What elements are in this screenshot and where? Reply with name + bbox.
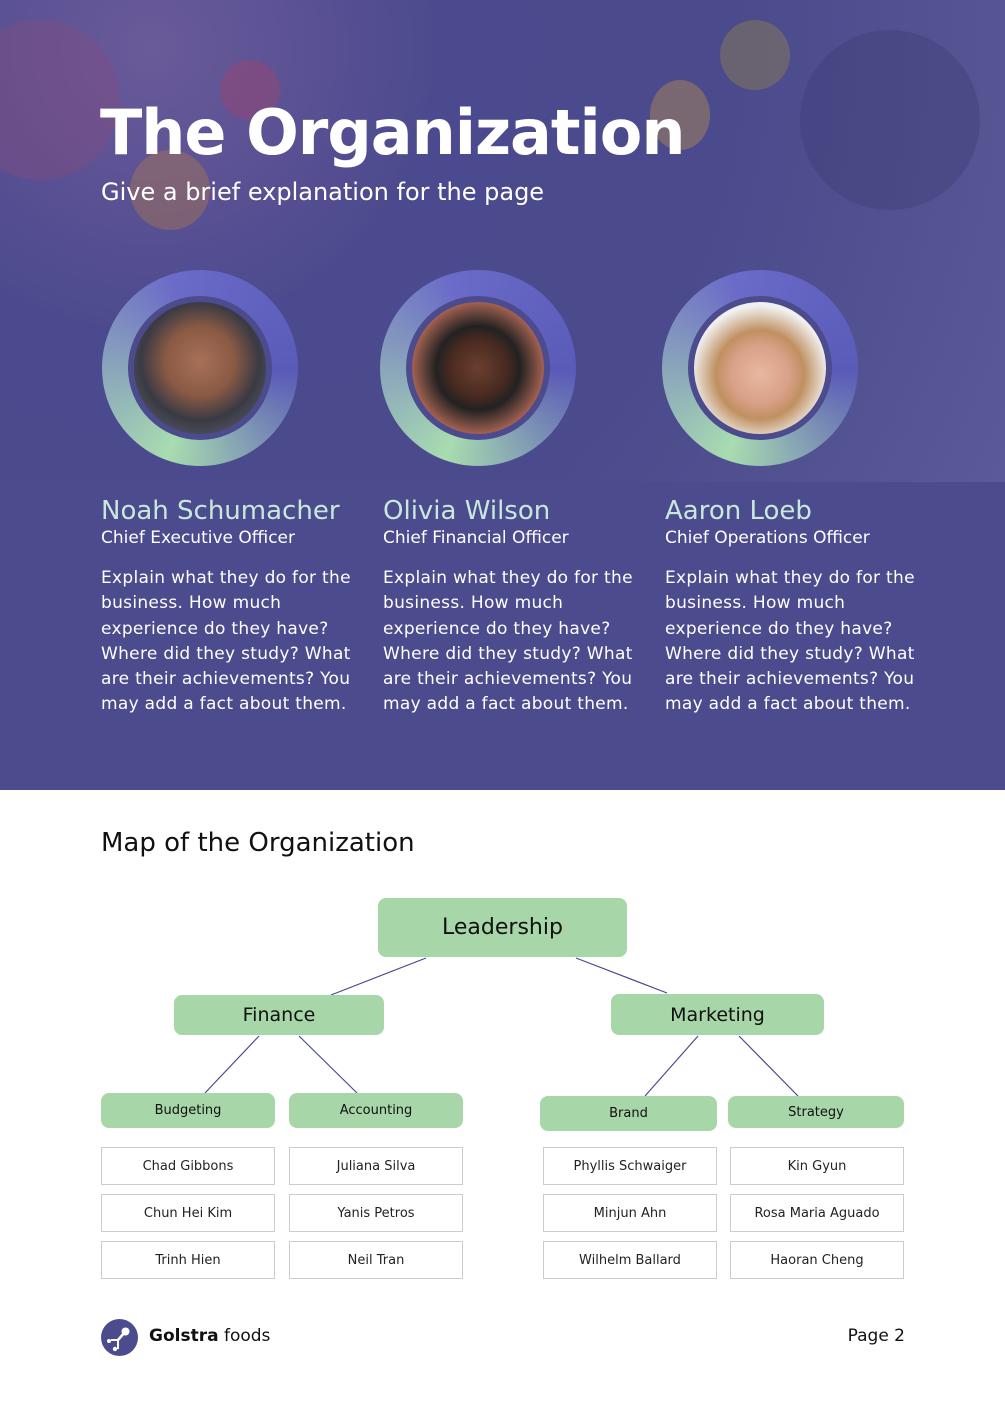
person-description: Explain what they do for the business. H…	[383, 568, 633, 715]
org-node-strategy: Strategy	[728, 1096, 904, 1128]
map-title: Map of the Organization	[101, 828, 415, 858]
brand-name-bold: Golstra	[149, 1326, 219, 1346]
avatar-photo	[694, 302, 826, 434]
person-role: Chief Executive Officer	[101, 528, 295, 548]
member-cell: Yanis Petros	[289, 1194, 463, 1232]
avatar-photo	[134, 302, 266, 434]
org-node-budgeting: Budgeting	[101, 1093, 275, 1128]
avatar-ring	[102, 270, 298, 466]
person-card: Aaron Loeb Chief Operations Officer Expl…	[665, 496, 925, 718]
member-cell: Trinh Hien	[101, 1241, 275, 1279]
person-description: Explain what they do for the business. H…	[101, 568, 351, 715]
org-node-accounting: Accounting	[289, 1093, 463, 1128]
member-cell: Juliana Silva	[289, 1147, 463, 1185]
org-node-brand: Brand	[540, 1096, 717, 1131]
person-card: Olivia Wilson Chief Financial Officer Ex…	[383, 496, 643, 718]
page-title: The Organization	[100, 96, 686, 169]
brand-logo-icon	[101, 1319, 138, 1356]
page-number: Page 2	[847, 1326, 905, 1346]
member-cell: Phyllis Schwaiger	[543, 1147, 717, 1185]
person-role: Chief Operations Officer	[665, 528, 870, 548]
member-cell: Minjun Ahn	[543, 1194, 717, 1232]
member-cell: Neil Tran	[289, 1241, 463, 1279]
avatar-photo	[412, 302, 544, 434]
org-node-finance: Finance	[174, 995, 384, 1035]
person-description: Explain what they do for the business. H…	[665, 568, 915, 715]
member-cell: Haoran Cheng	[730, 1241, 904, 1279]
brand-name: Golstra foods	[149, 1326, 270, 1346]
org-node-marketing: Marketing	[611, 994, 824, 1035]
person-role: Chief Financial Officer	[383, 528, 569, 548]
member-cell: Chad Gibbons	[101, 1147, 275, 1185]
member-cell: Chun Hei Kim	[101, 1194, 275, 1232]
person-name: Aaron Loeb	[665, 496, 812, 526]
member-cell: Rosa Maria Aguado	[730, 1194, 904, 1232]
avatar-ring	[662, 270, 858, 466]
profiles-band	[0, 482, 1005, 790]
member-cell: Kin Gyun	[730, 1147, 904, 1185]
page-subtitle: Give a brief explanation for the page	[101, 178, 545, 206]
org-node-leadership: Leadership	[378, 898, 627, 957]
person-card: Noah Schumacher Chief Executive Officer …	[101, 496, 361, 718]
person-name: Olivia Wilson	[383, 496, 551, 526]
brand-name-rest: foods	[218, 1326, 271, 1346]
avatar-ring	[380, 270, 576, 466]
member-cell: Wilhelm Ballard	[543, 1241, 717, 1279]
person-name: Noah Schumacher	[101, 496, 340, 526]
